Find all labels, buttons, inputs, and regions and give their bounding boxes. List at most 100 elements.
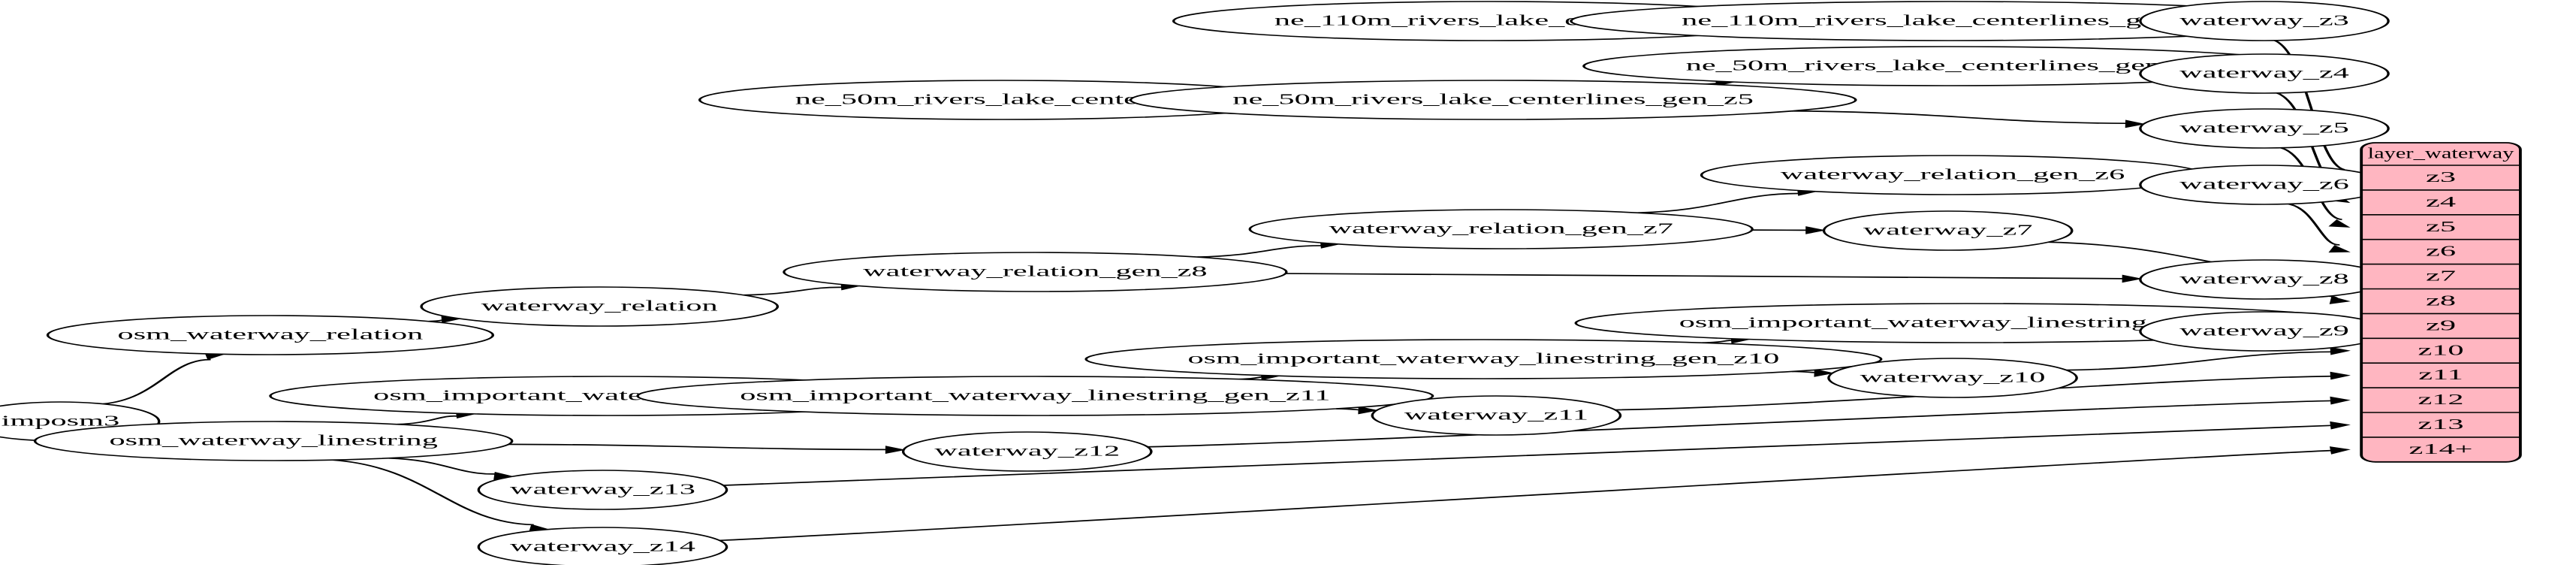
node-waterway_z12[interactable]: waterway_z12 [901, 431, 1153, 472]
node-waterway_z5[interactable]: waterway_z5 [2139, 108, 2390, 149]
node-label: waterway_z7 [1863, 222, 2033, 238]
edge-waterway_relation-to-waterway_relation_gen_z8 [744, 286, 843, 296]
node-shape [2139, 1, 2390, 41]
node-waterway_relation[interactable]: waterway_relation [420, 286, 780, 327]
node-shape [636, 376, 1434, 416]
node-shape [33, 421, 514, 461]
node-shape [477, 470, 728, 510]
node-shape [1827, 358, 2078, 398]
node-shape [1822, 210, 2074, 251]
edge-osm_waterway_linestring-to-waterway_z12 [508, 443, 886, 451]
edge-arrowhead [2328, 219, 2351, 228]
node-label: ne_50m_rivers_lake_centerlines_gen_z5 [1232, 91, 1754, 107]
edge-osm_waterway_linestring-to-waterway_z14 [332, 459, 534, 526]
node-label: waterway_z13 [510, 481, 695, 497]
edge-waterway_z10-to-layer_waterway-z10 [2066, 351, 2332, 371]
edge-arrowhead [2330, 371, 2351, 380]
edge-arrowhead [2330, 421, 2351, 430]
edge-waterway_z6-to-layer_waterway-z6 [2288, 203, 2340, 246]
node-label: osm_waterway_linestring [109, 432, 437, 449]
edge-waterway_relation_gen_z8-to-waterway_relation_gen_z7 [1197, 245, 1322, 258]
node-waterway_z6[interactable]: waterway_z6 [2139, 165, 2390, 205]
node-label: waterway_relation_gen_z6 [1781, 166, 2125, 183]
node-label: waterway_z10 [1860, 369, 2046, 385]
node-ne_50m_rivers_lake_centerlines[interactable]: ne_50m_rivers_lake_centerlines [698, 80, 1305, 120]
record-row-label-z11: z11 [2418, 367, 2463, 383]
edge-arrowhead [2329, 446, 2351, 455]
node-shape [420, 286, 780, 327]
edge-arrowhead [1805, 226, 1826, 234]
node-shape [901, 431, 1153, 472]
node-label: ne_50m_rivers_lake_centerlines [795, 91, 1208, 107]
node-waterway_z13[interactable]: waterway_z13 [477, 470, 728, 510]
edge-arrowhead [1358, 406, 1379, 415]
edge-arrowhead [1814, 369, 1835, 377]
record-row-label-z14+: z14+ [2409, 440, 2473, 457]
record-row-label-z13: z13 [2418, 416, 2463, 433]
node-osm_important_waterway_linestring_gen_z11[interactable]: osm_important_waterway_linestring_gen_z1… [636, 376, 1434, 416]
node-shape [2139, 53, 2390, 94]
nodes-layer: imposm3osm_waterway_relationosm_waterway… [0, 1, 2390, 565]
edge-imposm3-to-osm_waterway_relation [103, 358, 211, 405]
node-label: ne_50m_rivers_lake_centerlines_gen_z4 [1686, 57, 2207, 74]
node-label: ne_110m_rivers_lake_centerlines_gen_z3 [1682, 12, 2217, 29]
node-label: waterway_z3 [2179, 12, 2349, 29]
node-label: waterway_z8 [2179, 270, 2349, 287]
node-label: waterway_z4 [2179, 65, 2349, 81]
node-shape [1129, 80, 1857, 120]
node-shape [46, 315, 495, 355]
node-ne_50m_rivers_lake_centerlines_gen_z5[interactable]: ne_50m_rivers_lake_centerlines_gen_z5 [1129, 80, 1857, 120]
node-waterway_relation_gen_z6[interactable]: waterway_relation_gen_z6 [1700, 155, 2206, 195]
edge-arrowhead [2329, 296, 2351, 304]
node-waterway_z7[interactable]: waterway_z7 [1822, 210, 2074, 251]
node-shape [1084, 339, 1883, 379]
edge-waterway_relation_gen_z7-to-waterway_relation_gen_z6 [1637, 192, 1799, 214]
node-shape [477, 527, 728, 565]
node-osm_waterway_linestring[interactable]: osm_waterway_linestring [33, 421, 514, 461]
record-row-label-z6: z6 [2426, 243, 2456, 259]
node-waterway_z14[interactable]: waterway_z14 [477, 527, 728, 565]
record-node-layer-waterway[interactable]: layer_waterwayz3z4z5z6z7z8z9z10z11z12z13… [2360, 142, 2522, 463]
node-label: waterway_z12 [934, 443, 1120, 459]
edge-arrowhead [885, 446, 906, 454]
node-osm_waterway_relation[interactable]: osm_waterway_relation [46, 315, 495, 355]
node-label: waterway_relation [481, 298, 719, 314]
record-row-label-z10: z10 [2418, 342, 2463, 358]
edge-osm_waterway_linestring-to-waterway_z13 [388, 457, 496, 475]
node-label: osm_waterway_relation [118, 326, 424, 343]
node-label: waterway_z11 [1404, 406, 1588, 423]
node-label: waterway_z14 [510, 538, 695, 554]
node-waterway_z10[interactable]: waterway_z10 [1827, 358, 2078, 398]
node-waterway_relation_gen_z7[interactable]: waterway_relation_gen_z7 [1248, 209, 1754, 249]
node-waterway_z8[interactable]: waterway_z8 [2139, 259, 2390, 300]
record-row-label-z8: z8 [2426, 292, 2456, 309]
node-waterway_z9[interactable]: waterway_z9 [2139, 311, 2390, 352]
node-osm_important_waterway_linestring_gen_z10[interactable]: osm_important_waterway_linestring_gen_z1… [1084, 339, 1883, 379]
record-row-label-z12: z12 [2418, 391, 2463, 408]
edge-waterway_relation_gen_z8-to-waterway_z8 [1285, 273, 2123, 279]
node-ne_50m_rivers_lake_centerlines_gen_z4[interactable]: ne_50m_rivers_lake_centerlines_gen_z4 [1582, 46, 2310, 86]
node-label: osm_important_waterway_linestring_gen_z9 [1679, 314, 2255, 331]
edge-arrowhead [2328, 245, 2351, 253]
node-label: waterway_z6 [2179, 176, 2349, 192]
edge-osm_waterway_linestring-to-osm_important_waterway_linestring [397, 415, 458, 425]
record-row-label-z9: z9 [2426, 317, 2456, 334]
node-label: osm_important_waterway_linestring_gen_z1… [1188, 350, 1780, 367]
record-row-label-z4: z4 [2426, 193, 2457, 210]
node-ne_110m_rivers_lake_centerlines_gen_z3[interactable]: ne_110m_rivers_lake_centerlines_gen_z3 [1570, 1, 2330, 41]
edge-waterway_z12-to-layer_waterway-z12 [1148, 400, 2332, 448]
edge-waterway_z13-to-layer_waterway-z13 [723, 425, 2332, 486]
node-label: waterway_z5 [2179, 119, 2349, 136]
node-shape [2139, 108, 2390, 149]
node-waterway_z3[interactable]: waterway_z3 [2139, 1, 2390, 41]
edge-waterway_z14-to-layer_waterway-z14+ [719, 449, 2332, 542]
edge-arrowhead [2330, 346, 2351, 355]
node-waterway_relation_gen_z8[interactable]: waterway_relation_gen_z8 [783, 252, 1288, 292]
node-label: waterway_relation_gen_z8 [863, 263, 1207, 279]
node-shape [1371, 395, 1622, 436]
record-row-label-z7: z7 [2426, 267, 2456, 284]
node-waterway_z11[interactable]: waterway_z11 [1371, 395, 1622, 436]
node-waterway_z4[interactable]: waterway_z4 [2139, 53, 2390, 94]
